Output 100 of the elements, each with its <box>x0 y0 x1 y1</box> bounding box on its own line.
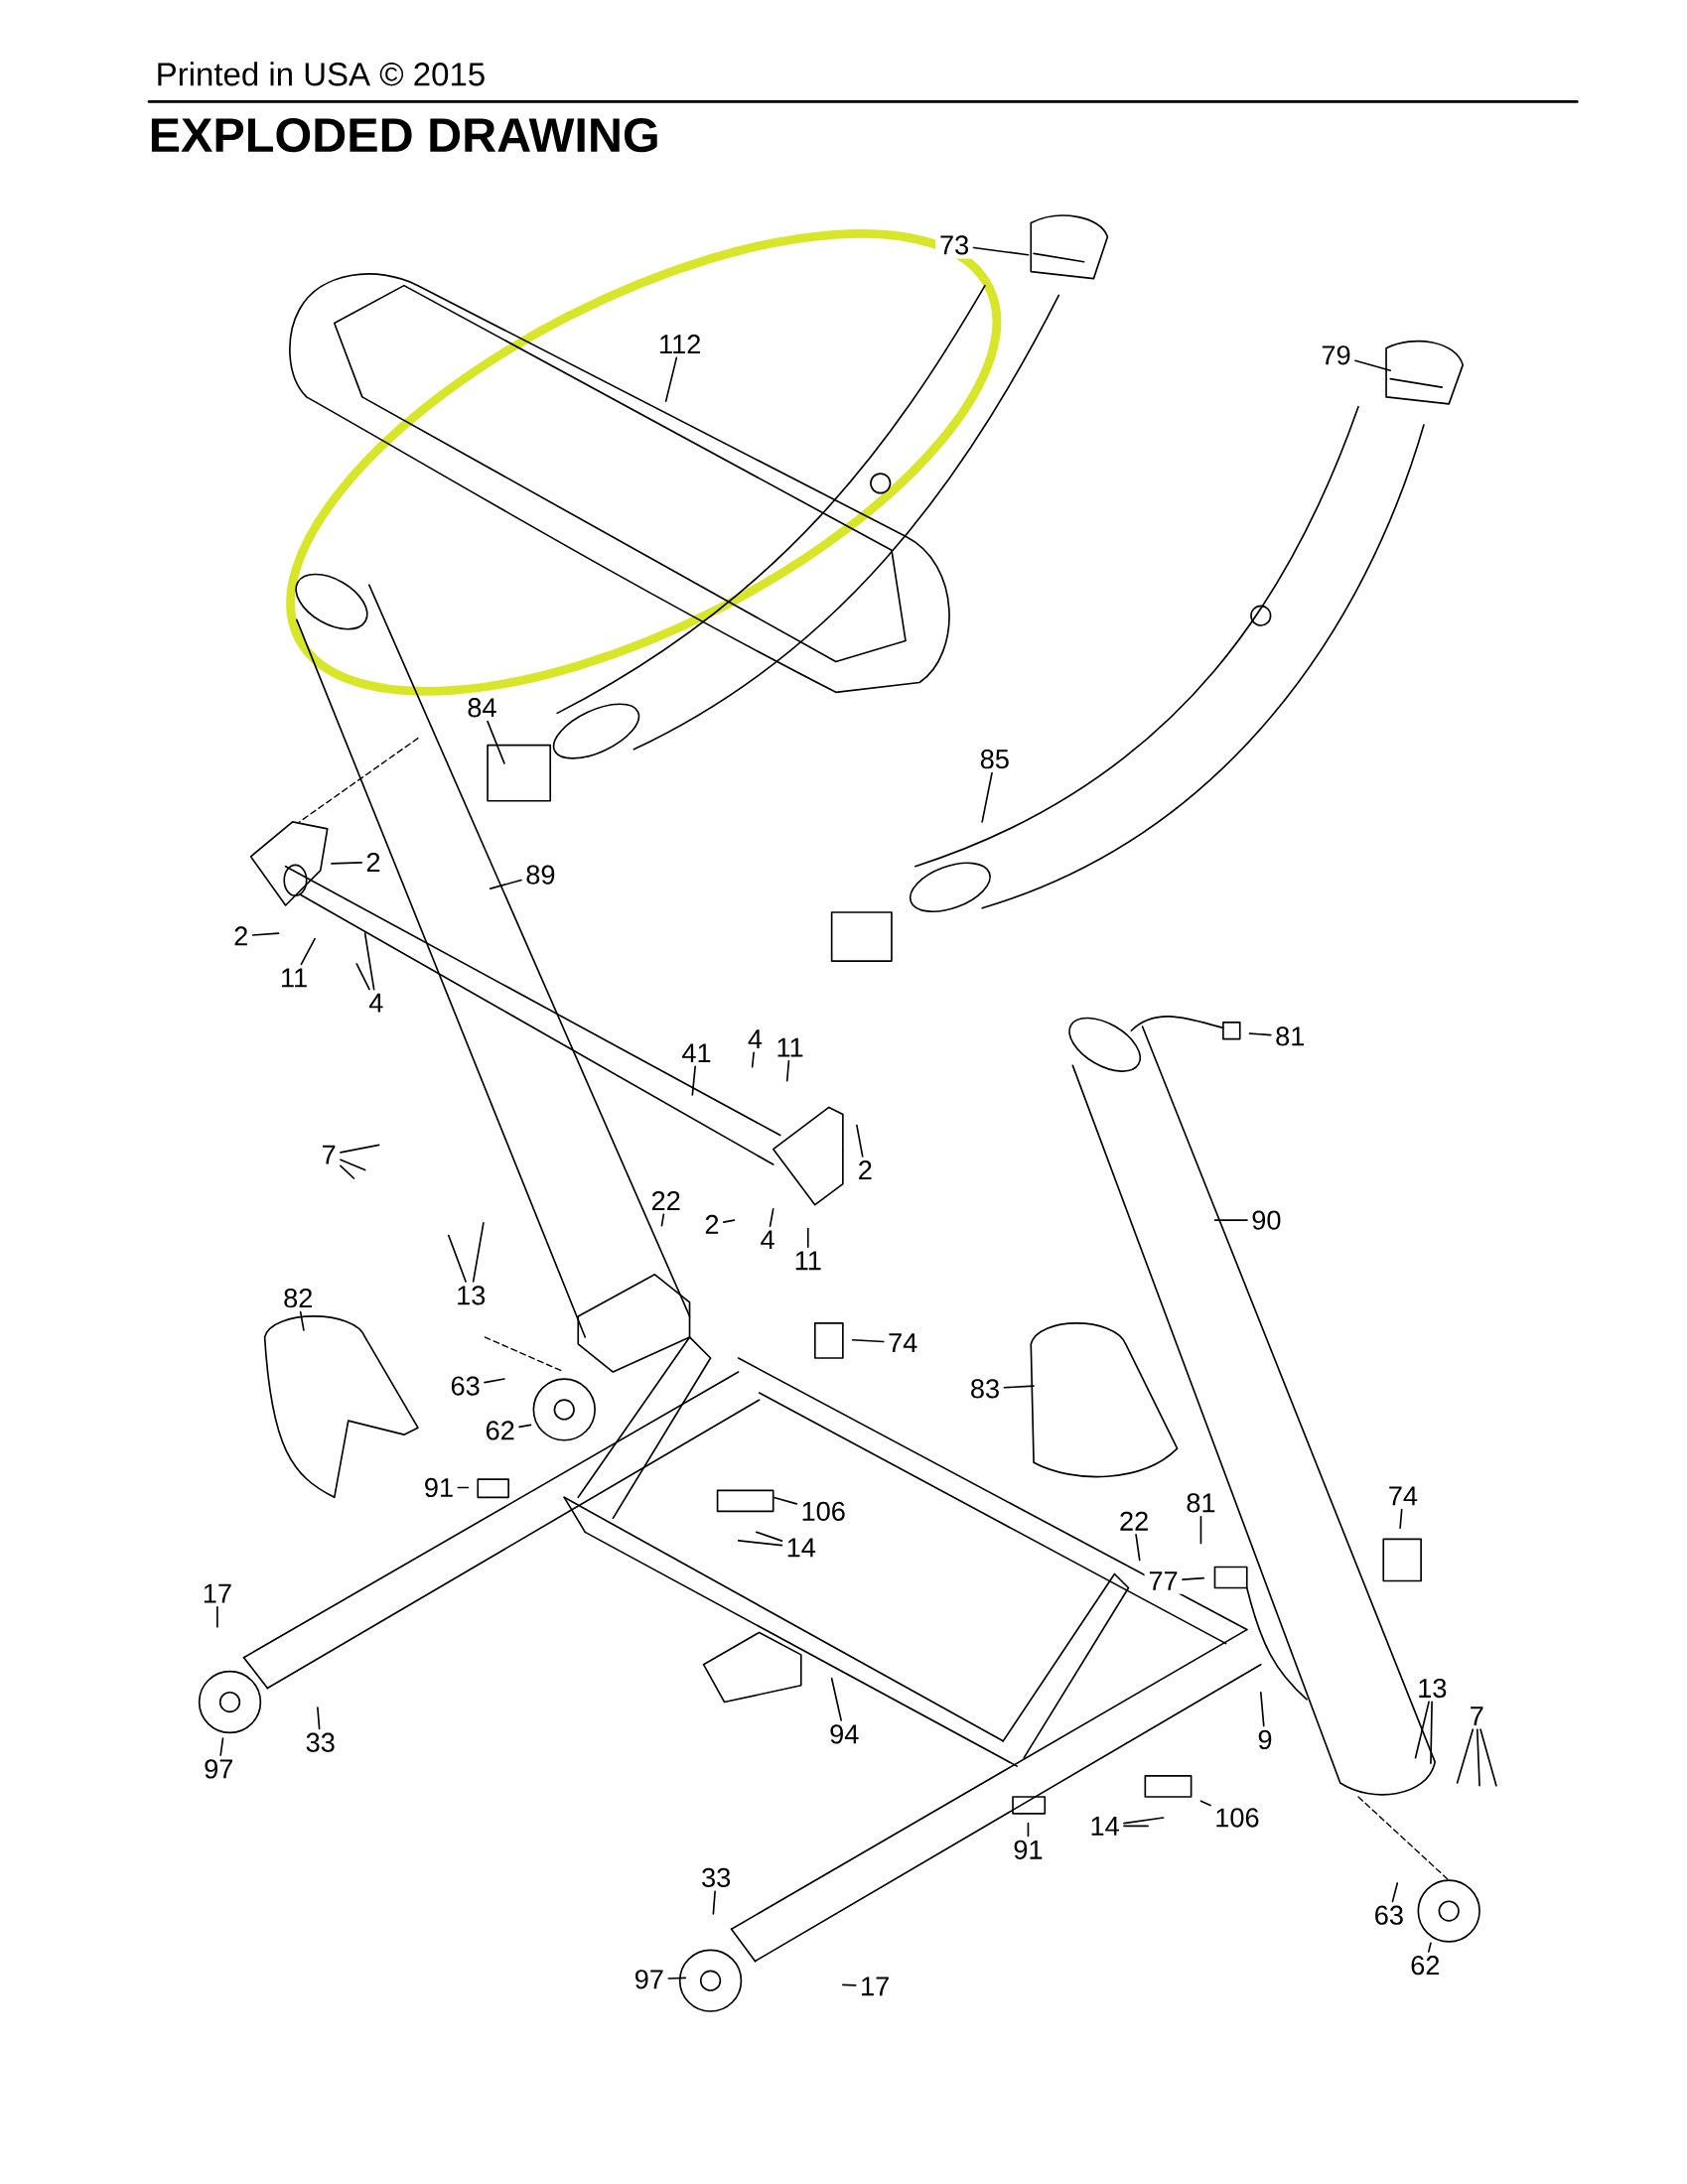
leader-line <box>457 1486 470 1489</box>
callout-number: 22 <box>1115 1507 1154 1535</box>
leader-line <box>1259 1691 1265 1727</box>
leader-line <box>751 1051 755 1068</box>
leader-line <box>216 1605 218 1628</box>
leader-line <box>851 1338 885 1343</box>
callout-number: 13 <box>1413 1675 1452 1703</box>
leader-line <box>972 246 1030 256</box>
leader-line <box>1391 1882 1399 1903</box>
callout-number: 90 <box>1247 1206 1286 1234</box>
callout-number: 7 <box>1465 1703 1488 1729</box>
callout-number: 4 <box>744 1025 767 1052</box>
callout-number: 63 <box>1369 1901 1408 1929</box>
leader-line <box>1003 1385 1035 1389</box>
leader-line <box>1354 359 1392 372</box>
callout-number: 13 <box>452 1282 491 1309</box>
leader-line <box>447 1234 467 1283</box>
callout-number: 84 <box>463 694 501 722</box>
callout-number: 2 <box>229 922 253 950</box>
leader-line <box>1027 1822 1030 1838</box>
callout-number: 74 <box>884 1329 922 1356</box>
leader-line <box>737 1540 783 1547</box>
leader-line <box>1248 1032 1272 1036</box>
callout-number: 33 <box>697 1863 736 1891</box>
callout-number: 81 <box>1271 1023 1310 1050</box>
callout-number: 94 <box>825 1720 864 1748</box>
leader-line <box>1182 1576 1205 1580</box>
callout-number: 73 <box>935 231 974 259</box>
leader-line <box>472 1222 485 1283</box>
callout-number: 97 <box>200 1755 238 1783</box>
callout-number: 17 <box>856 1973 895 2000</box>
leader-line <box>772 1496 798 1505</box>
leader-line <box>1414 1701 1430 1759</box>
leader-line <box>769 1208 774 1227</box>
callout-number: 2 <box>853 1157 877 1183</box>
leader-line <box>1456 1728 1475 1784</box>
header-text: Printed in USA © 2015 <box>158 62 485 86</box>
title: EXPLODED DRAWING <box>151 117 657 153</box>
leader-line <box>660 1213 665 1227</box>
leader-line <box>756 1531 783 1542</box>
callout-number: 62 <box>1406 1952 1445 1979</box>
leader-line <box>1430 1701 1433 1765</box>
callout-number: 2 <box>700 1210 724 1238</box>
leader-line <box>484 1378 505 1384</box>
leader-line <box>251 932 280 936</box>
leader-line <box>1199 1800 1211 1807</box>
leader-line <box>1399 1508 1403 1529</box>
callout-number: 106 <box>796 1497 850 1525</box>
callout-number: 74 <box>1383 1482 1422 1510</box>
leader-line <box>691 1065 696 1096</box>
callout-number: 81 <box>1182 1489 1220 1517</box>
leader-line <box>490 879 522 889</box>
callout-number: 82 <box>279 1285 318 1312</box>
callout-number: 11 <box>772 1033 808 1061</box>
callout-number: 11 <box>276 964 312 992</box>
leader-line <box>1479 1728 1497 1787</box>
leader-line <box>299 1310 305 1331</box>
leader-line <box>340 1159 366 1171</box>
callout-number: 85 <box>975 746 1014 773</box>
callout-number: 83 <box>965 1375 1004 1403</box>
callout-number: 97 <box>630 1966 668 1993</box>
leader-line <box>664 356 678 402</box>
leader-line <box>363 932 375 991</box>
callout-number: 4 <box>756 1226 779 1253</box>
leader-line <box>1123 1817 1165 1825</box>
leader-line <box>712 1890 716 1915</box>
callout-number: 14 <box>781 1534 820 1562</box>
leader-line <box>981 771 993 823</box>
leader-line <box>806 1227 809 1248</box>
callout-number: 7 <box>317 1141 341 1168</box>
callout-number: 89 <box>521 861 560 888</box>
callout-number: 62 <box>481 1417 519 1444</box>
leader-line <box>1199 1516 1202 1545</box>
leader-line <box>1476 1728 1480 1787</box>
callout-number: 9 <box>1253 1725 1277 1753</box>
callout-number: 91 <box>1009 1836 1048 1863</box>
leader-line <box>785 1059 790 1082</box>
leader-line <box>1213 1219 1248 1221</box>
callout-number: 41 <box>677 1039 716 1066</box>
callout-number: 79 <box>1317 341 1355 369</box>
leader-line <box>1123 1825 1149 1828</box>
callout-number: 77 <box>1144 1568 1183 1594</box>
leader-line <box>340 1164 355 1179</box>
callout-number: 33 <box>301 1728 340 1756</box>
callout-number: 11 <box>789 1247 826 1274</box>
leader-line <box>317 1706 321 1730</box>
leader-line <box>1135 1534 1141 1562</box>
leader-line <box>856 1124 864 1158</box>
leader-line <box>219 1737 224 1756</box>
callout-number: 106 <box>1210 1804 1264 1832</box>
leader-line <box>487 720 505 764</box>
leader-line <box>300 937 316 966</box>
callout-number: 91 <box>419 1474 458 1501</box>
callout-number: 112 <box>654 331 706 357</box>
callout-number: 14 <box>1085 1813 1124 1840</box>
leader-line <box>355 963 370 991</box>
leader-line <box>841 1983 857 1986</box>
leader-line <box>1427 1942 1432 1953</box>
leader-line <box>340 1144 380 1154</box>
leader-line <box>830 1677 842 1721</box>
